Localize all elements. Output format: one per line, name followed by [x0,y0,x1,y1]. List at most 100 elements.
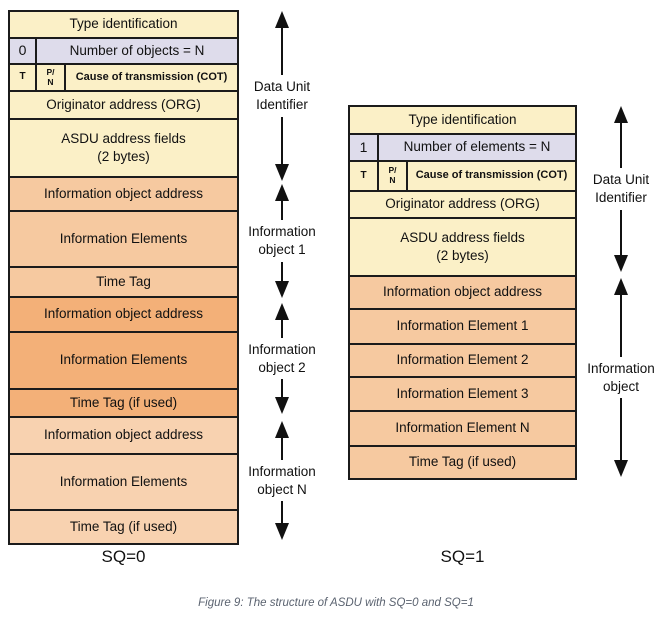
sq0-label: SQ=0 [8,547,239,567]
arrow-shaft [280,261,284,281]
sq1-label: SQ=1 [348,547,577,567]
arrow-shaft [619,295,623,357]
arrow-down-icon [275,397,289,414]
sq1-row-element-1: Information Element 1 [350,310,575,345]
test-bit-label: T [360,169,367,181]
sq1-row-element-3: Information Element 3 [350,378,575,412]
information-elements-label: Information Elements [59,230,188,246]
information-object-address-label: Information object address [382,284,543,300]
sq1-table: Type identification 1 Number of elements… [348,105,577,480]
arrow-up-icon [275,11,289,28]
arrow-information-object-n: Information object N [237,421,327,540]
arrow-label: Data Unit Identifier [592,172,650,205]
arrow-shaft [280,438,284,460]
arrow-label: Information object 1 [248,224,316,257]
arrow-data-unit-identifier-left: Data Unit Identifier [237,11,327,181]
cause-of-transmission-label: Cause of transmission (COT) [415,169,568,182]
type-identification-label: Type identification [408,111,517,127]
sq1-row-originator-address: Originator address (ORG) [350,192,575,219]
cause-of-transmission-cell: Cause of transmission (COT) [408,162,575,190]
cause-of-transmission-cell: Cause of transmission (COT) [66,65,237,90]
arrow-down-icon [614,255,628,272]
sq0-objn-address: Information object address [10,418,237,455]
sq0-obj1-timetag: Time Tag [10,268,237,298]
pn-bit-line2: N [47,76,54,87]
sq1-row-element-n: Information Element N [350,412,575,447]
sq1-label-text: SQ=1 [440,547,485,566]
arrow-information-object-1: Information object 1 [237,184,327,298]
originator-address-label: Originator address (ORG) [46,96,201,112]
arrow-up-icon [275,303,289,320]
arrow-down-icon [275,523,289,540]
information-object-address-label: Information object address [43,427,204,443]
information-element-3-label: Information Element 3 [396,385,529,401]
number-of-elements-label: Number of elements = N [403,139,551,155]
arrow-up-icon [275,421,289,438]
time-tag-label: Time Tag (if used) [408,454,517,470]
sq-flag-cell: 1 [350,135,379,160]
time-tag-label: Time Tag (if used) [69,518,178,534]
arrow-shaft [619,398,623,460]
arrow-information-object-right: Information object [576,278,666,477]
sq0-obj1-address: Information object address [10,178,237,212]
pn-bit-cell: P/ N [37,65,66,90]
test-bit-label: T [19,71,26,83]
arrow-down-icon [275,164,289,181]
sq1-row-type-identification: Type identification [350,107,575,135]
information-object-address-label: Information object address [43,306,204,322]
sq1-row-cot: T P/ N Cause of transmission (COT) [350,162,575,192]
information-element-n-label: Information Element N [395,420,530,436]
sq1-row-object-address: Information object address [350,277,575,310]
time-tag-label: Time Tag [96,273,151,289]
sq0-obj2-address: Information object address [10,298,237,333]
arrow-shaft [280,501,284,523]
arrow-label: Information object N [248,463,316,497]
pn-bit-line2: N [389,175,396,185]
asdu-address-line1: ASDU address fields [400,229,525,245]
cause-of-transmission-label: Cause of transmission (COT) [75,70,228,83]
arrow-shaft [619,123,623,169]
sq-flag-cell: 0 [10,39,37,63]
arrow-down-icon [614,460,628,477]
arrow-up-icon [275,184,289,201]
arrow-shaft [280,28,284,76]
sq0-obj1-elements: Information Elements [10,212,237,268]
time-tag-label: Time Tag (if used) [69,394,178,410]
sq0-table: Type identification 0 Number of objects … [8,10,239,545]
arrow-data-unit-identifier-right: Data Unit Identifier [576,106,666,272]
sq0-objn-timetag: Time Tag (if used) [10,511,237,543]
sq1-row-timetag: Time Tag (if used) [350,447,575,478]
sq-flag-value: 1 [359,138,368,155]
sq0-row-asdu-address: ASDU address fields (2 bytes) [10,120,237,178]
arrow-shaft [280,116,284,164]
arrow-down-icon [275,281,289,298]
arrow-shaft [619,209,623,255]
originator-address-label: Originator address (ORG) [385,196,540,212]
figure-caption: Figure 9: The structure of ASDU with SQ=… [0,597,672,609]
information-elements-label: Information Elements [59,352,188,368]
figure-caption-text: Figure 9: The structure of ASDU with SQ=… [198,597,474,609]
sq0-obj2-elements: Information Elements [10,333,237,390]
pn-bit-line1: P/ [388,165,397,176]
information-elements-label: Information Elements [59,473,188,489]
arrow-shaft [280,201,284,221]
test-bit-cell: T [350,162,379,190]
sq0-label-text: SQ=0 [101,547,146,566]
arrow-up-icon [614,278,628,295]
arrow-label: Data Unit Identifier [253,79,311,112]
sq1-row-number-of-elements: 1 Number of elements = N [350,135,575,162]
arrow-shaft [280,320,284,338]
pn-bit-cell: P/ N [379,162,408,190]
arrow-shaft [280,379,284,397]
information-element-1-label: Information Element 1 [396,318,529,334]
arrow-label: Information object [587,360,655,394]
sq-flag-value: 0 [18,42,27,59]
arrow-label: Information object 2 [248,341,316,375]
sq1-row-element-2: Information Element 2 [350,345,575,378]
asdu-address-line2: (2 bytes) [436,248,489,263]
sq0-objn-elements: Information Elements [10,455,237,511]
sq1-row-asdu-address: ASDU address fields (2 bytes) [350,219,575,277]
information-object-address-label: Information object address [43,185,204,201]
asdu-address-line2: (2 bytes) [97,149,150,164]
